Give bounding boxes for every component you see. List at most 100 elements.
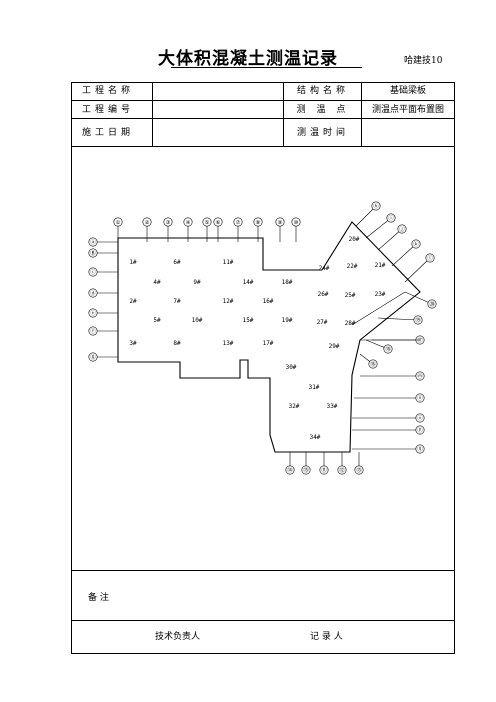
right-axis-4-circle bbox=[411, 239, 421, 249]
row-divider bbox=[71, 118, 455, 119]
measuring-point-33: 33# bbox=[327, 403, 338, 410]
form-frame bbox=[71, 82, 455, 654]
measure-time-value[interactable] bbox=[362, 124, 454, 142]
bottom-axis-3-circle bbox=[319, 465, 329, 475]
right-axis-15-circle bbox=[415, 444, 425, 454]
right-axis-13-label: ⓞ bbox=[417, 414, 423, 422]
measuring-point-32: 32# bbox=[289, 403, 300, 410]
measuring-point-17: 17# bbox=[263, 340, 274, 347]
top-axis-4-label: ④ bbox=[186, 219, 191, 226]
left-axis-6-label: ⓕ bbox=[90, 327, 96, 335]
measuring-point-27: 27# bbox=[317, 319, 328, 326]
column-divider bbox=[283, 82, 284, 146]
measuring-point-5: 5# bbox=[153, 317, 161, 324]
measuring-point-14: 14# bbox=[243, 279, 254, 286]
top-axis-9-circle bbox=[275, 217, 285, 227]
right-axis-15-label: ⓠ bbox=[417, 445, 423, 453]
left-axis-5-circle bbox=[88, 308, 98, 318]
structure-name-value[interactable]: 基础梁板 bbox=[389, 86, 426, 96]
top-axis-8-circle bbox=[253, 217, 263, 227]
right-axis-5-label: ⓛ bbox=[427, 254, 433, 262]
bottom-axis-4-circle bbox=[337, 465, 347, 475]
column-divider bbox=[361, 82, 362, 146]
left-axis-7-circle bbox=[88, 352, 98, 362]
measuring-point-19: 19# bbox=[282, 317, 293, 324]
right-axis-12-label: ⓝ bbox=[417, 394, 423, 402]
right-axis-line bbox=[355, 205, 377, 227]
right-axis-7-label: ⑲ bbox=[415, 316, 421, 324]
measuring-point-20: 20# bbox=[349, 236, 360, 243]
left-axis-1-circle bbox=[88, 237, 98, 247]
measure-point-value[interactable]: 测温点平面布置图 bbox=[371, 105, 444, 115]
top-axis-5-label: ⑤ bbox=[205, 219, 210, 226]
construction-date-value[interactable] bbox=[158, 124, 278, 142]
measuring-point-26: 26# bbox=[318, 291, 329, 298]
measuring-point-18: 18# bbox=[282, 279, 293, 286]
right-axis-line bbox=[377, 317, 419, 321]
measure-time-label: 测温时间 bbox=[296, 128, 349, 138]
remarks-label: 备 注 bbox=[88, 593, 109, 603]
right-axis-5-circle bbox=[425, 253, 435, 263]
inner-guide-line bbox=[351, 291, 406, 326]
row-divider bbox=[71, 100, 455, 101]
project-number-label: 工程编号 bbox=[82, 105, 135, 115]
bottom-axis-2-label: ⑮ bbox=[303, 466, 309, 474]
top-axis-1-label: ① bbox=[116, 219, 121, 226]
top-axis-9-label: ⑨ bbox=[278, 219, 283, 226]
construction-date-label: 施工日期 bbox=[82, 128, 135, 138]
top-axis-8-label: ⑧ bbox=[256, 219, 261, 226]
right-axis-6-circle bbox=[427, 299, 437, 309]
top-axis-6-label: ⑥ bbox=[216, 219, 221, 226]
right-axis-2-label: ⓘ bbox=[388, 214, 394, 222]
right-axis-7-circle bbox=[413, 315, 423, 325]
bottom-axis-3-label: ⑪ bbox=[321, 466, 327, 474]
measuring-point-21: 21# bbox=[375, 262, 386, 269]
measuring-point-15: 15# bbox=[243, 317, 254, 324]
page-title: 大体积混凝土测温记录 bbox=[158, 49, 338, 69]
project-number-value[interactable] bbox=[158, 101, 278, 119]
left-axis-4-circle bbox=[88, 288, 98, 298]
measuring-point-29: 29# bbox=[329, 343, 340, 350]
bottom-axis-4-label: ⑫ bbox=[339, 466, 345, 474]
top-axis-6-circle bbox=[213, 217, 223, 227]
right-axis-line bbox=[404, 291, 433, 305]
top-axis-5-circle bbox=[202, 217, 212, 227]
left-axis-2-label: Ⓑ bbox=[90, 249, 96, 257]
project-name-value[interactable] bbox=[158, 82, 278, 100]
top-axis-1-circle bbox=[113, 217, 123, 227]
bottom-axis-1-label: ⑭ bbox=[287, 466, 293, 474]
measure-point-label: 测 温 点 bbox=[296, 105, 350, 115]
measuring-point-16: 16# bbox=[263, 298, 274, 305]
right-axis-10-label: ⑯ bbox=[370, 360, 376, 368]
top-axis-3-circle bbox=[163, 217, 173, 227]
measuring-point-4: 4# bbox=[153, 279, 161, 286]
tech-lead-label: 技术负责人 bbox=[155, 632, 201, 642]
top-axis-10-label: ⑩ bbox=[294, 219, 299, 226]
right-axis-14-label: ⓟ bbox=[417, 426, 423, 434]
structure-name-label: 结构名称 bbox=[296, 86, 349, 96]
row-divider bbox=[71, 620, 455, 621]
bottom-axis-2-circle bbox=[301, 465, 311, 475]
title-underline bbox=[171, 67, 362, 68]
column-divider bbox=[152, 82, 153, 146]
top-axis-2-label: ② bbox=[145, 219, 150, 226]
right-axis-1-label: ⓗ bbox=[373, 202, 379, 210]
measuring-point-11: 11# bbox=[223, 259, 234, 266]
right-axis-line bbox=[404, 257, 431, 283]
right-axis-3-label: ⓙ bbox=[399, 225, 405, 233]
bottom-axis-5-label: ⑬ bbox=[356, 466, 362, 474]
measuring-point-31: 31# bbox=[309, 384, 320, 391]
measuring-point-30: 30# bbox=[286, 364, 297, 371]
top-axis-7-circle bbox=[233, 217, 243, 227]
right-axis-11-label: ⓜ bbox=[417, 372, 423, 380]
left-axis-3-circle bbox=[88, 267, 98, 277]
right-axis-1-circle bbox=[371, 201, 381, 211]
right-axis-9-circle bbox=[383, 344, 393, 354]
measuring-point-13: 13# bbox=[223, 340, 234, 347]
bottom-axis-5-circle bbox=[354, 465, 364, 475]
right-axis-10-circle bbox=[368, 359, 378, 369]
measuring-point-28: 28# bbox=[345, 320, 356, 327]
row-divider bbox=[71, 570, 455, 571]
left-axis-2-circle bbox=[88, 248, 98, 258]
measuring-point-10: 10# bbox=[192, 317, 203, 324]
